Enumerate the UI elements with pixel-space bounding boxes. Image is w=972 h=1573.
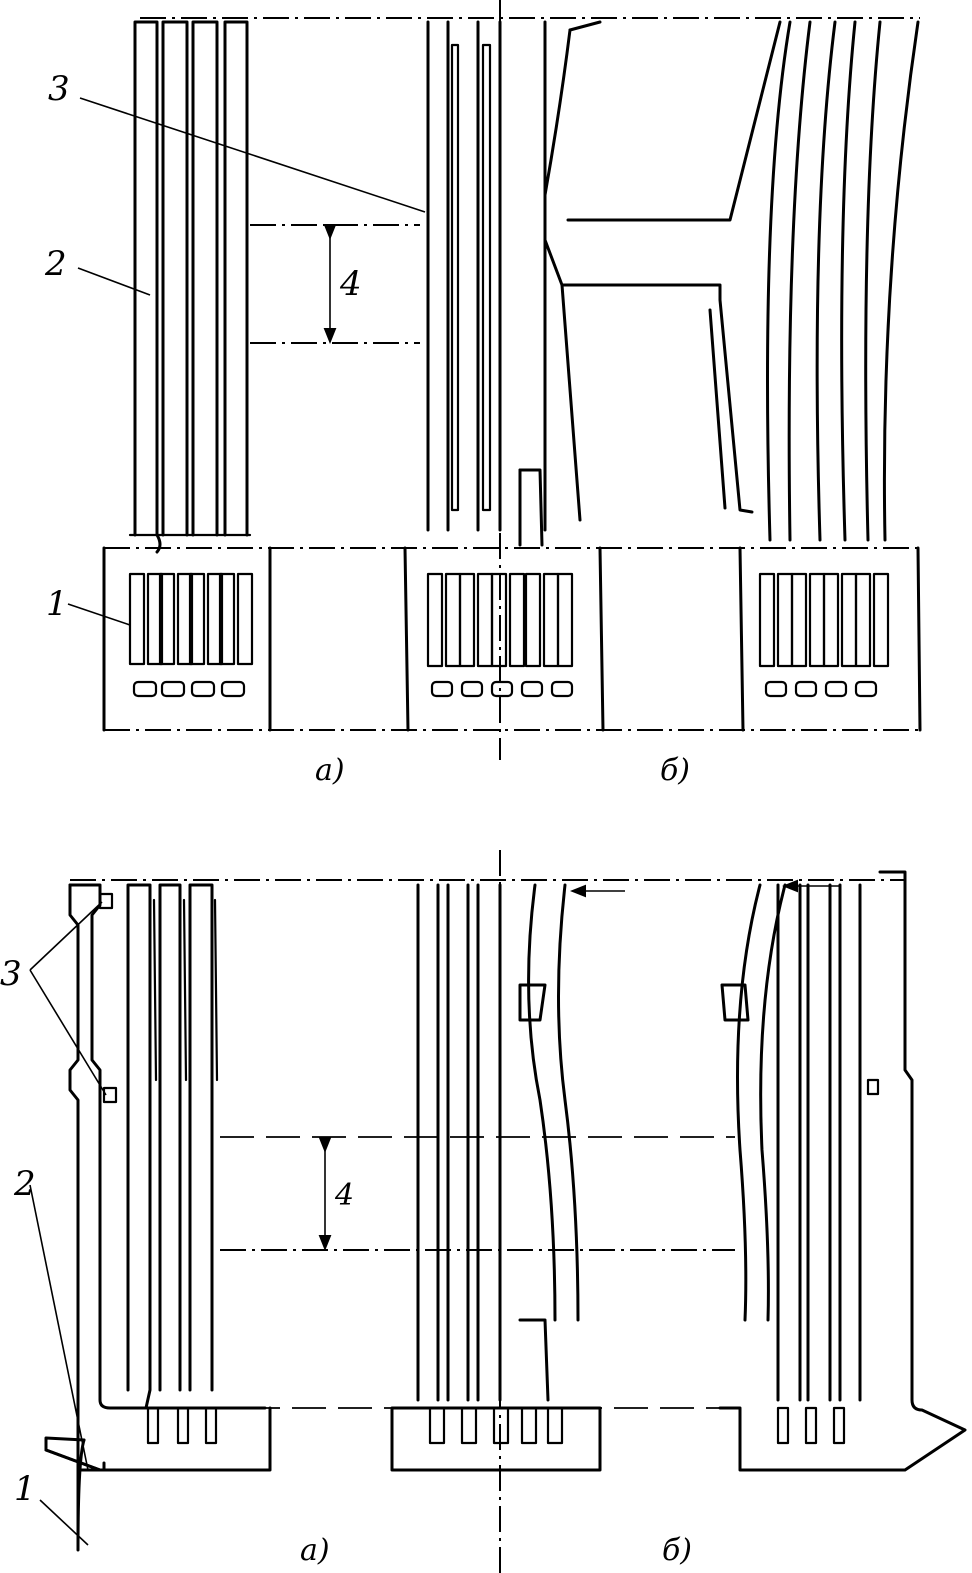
top-variant-b-right-grid <box>758 572 890 698</box>
top-leaders <box>67 97 426 626</box>
bottom-variant-a-base <box>76 1406 272 1472</box>
top-caption-a: а) <box>315 753 345 788</box>
bottom-caption-a: а) <box>300 1533 330 1568</box>
top-callout-2: 2 <box>44 244 67 284</box>
top-figure: 3 2 4 1 а) б) <box>44 0 922 788</box>
bottom-dimension-4 <box>220 1136 735 1251</box>
bottom-leaders <box>29 901 107 1546</box>
bottom-variant-b-base <box>390 1406 602 1472</box>
top-callout-4: 4 <box>339 264 362 304</box>
top-callout-3: 3 <box>48 69 70 109</box>
top-variant-a-rods <box>128 20 252 554</box>
bottom-callout-4: 4 <box>334 1178 354 1213</box>
bottom-caption-b: б) <box>662 1533 692 1568</box>
top-base-blocks <box>102 546 922 732</box>
top-caption-b: б) <box>660 753 690 788</box>
bottom-variant-b-right-rods <box>720 883 862 1402</box>
top-variant-a-grid <box>128 572 254 698</box>
bottom-flow-arrows <box>570 879 840 898</box>
bottom-variant-a-rods <box>126 883 219 1445</box>
top-variant-b-rods <box>426 20 547 547</box>
bottom-callout-2: 2 <box>13 1164 36 1204</box>
top-variant-b-curved-rods <box>766 20 920 542</box>
top-callout-1: 1 <box>46 584 68 624</box>
bottom-callout-1: 1 <box>14 1469 36 1509</box>
top-variant-b-grid <box>426 572 574 698</box>
top-dimension-4 <box>250 224 420 344</box>
bottom-variant-b-rods <box>416 883 580 1402</box>
bottom-callout-3: 3 <box>0 954 22 994</box>
bottom-figure: 3 2 4 1 а) б) <box>0 850 967 1573</box>
top-spacer-grid-lattice <box>543 20 782 522</box>
bottom-variant-b-right-shroud <box>718 870 967 1472</box>
